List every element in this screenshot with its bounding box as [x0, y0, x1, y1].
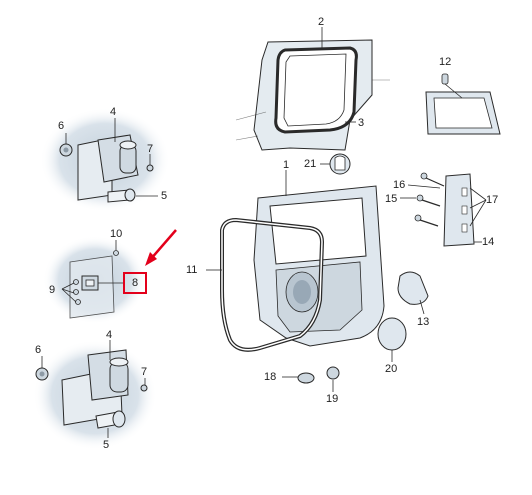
- part-14-panel: [400, 172, 487, 247]
- callout-17: 17: [486, 194, 499, 206]
- lock-group: [43, 236, 147, 324]
- callout-6-upper: 6: [58, 120, 65, 132]
- callout-18: 18: [264, 371, 277, 383]
- callout-16: 16: [393, 179, 406, 191]
- callout-10: 10: [110, 228, 123, 240]
- callout-21: 21: [304, 158, 317, 170]
- upper-hinge-group: [40, 108, 170, 212]
- part-18-clip: [282, 372, 315, 384]
- part-20-cap: [377, 317, 407, 362]
- callout-15: 15: [385, 193, 398, 205]
- callout-14: 14: [482, 236, 495, 248]
- callout-1: 1: [283, 159, 290, 171]
- callout-7-upper: 7: [147, 143, 154, 155]
- body-aperture: [235, 27, 390, 151]
- part-13-cover: [397, 271, 429, 315]
- callout-13: 13: [417, 316, 430, 328]
- part-12-window-frame: [425, 73, 501, 135]
- callout-6-lower: 6: [35, 344, 42, 356]
- callout-8-highlighted: 8: [123, 272, 147, 294]
- callout-7-lower: 7: [141, 366, 148, 378]
- callout-5-upper: 5: [161, 190, 168, 202]
- callout-11: 11: [186, 264, 198, 276]
- callout-4-lower: 4: [106, 329, 113, 341]
- highlight-arrow: [145, 229, 177, 266]
- callout-19: 19: [326, 393, 339, 405]
- callout-4-upper: 4: [110, 106, 117, 118]
- lower-hinge-group: [33, 340, 157, 450]
- part-19-grommet: [326, 366, 340, 392]
- callout-5-lower: 5: [103, 439, 110, 451]
- callout-20: 20: [385, 363, 398, 375]
- callout-12: 12: [439, 56, 452, 68]
- door-seal: [206, 217, 325, 352]
- door-shell: [253, 170, 385, 347]
- part-21-plug: [320, 153, 351, 175]
- callout-2: 2: [318, 16, 325, 28]
- callout-3: 3: [358, 117, 365, 129]
- callout-9: 9: [49, 284, 56, 296]
